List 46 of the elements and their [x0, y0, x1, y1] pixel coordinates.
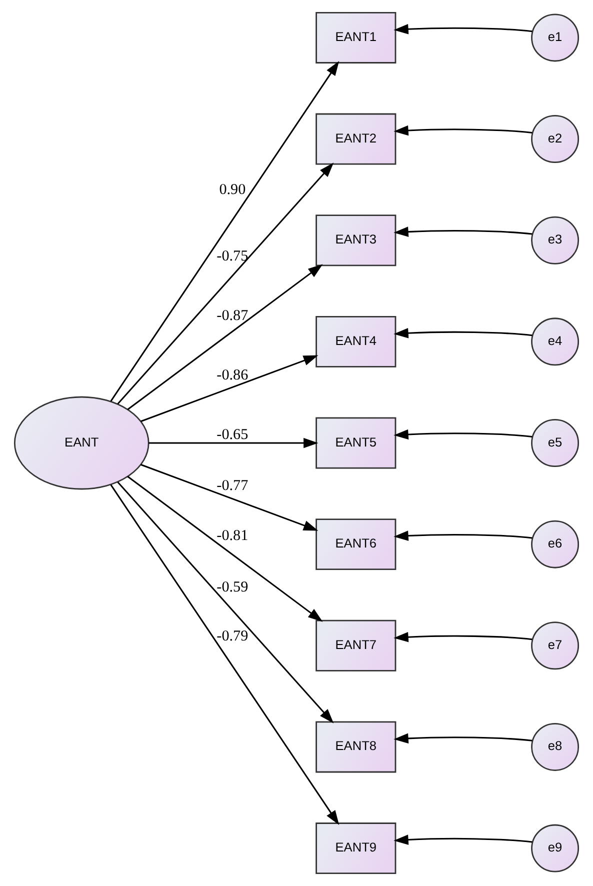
arrow — [117, 482, 334, 724]
node-box: EANT4 — [316, 316, 396, 368]
node-circle: e3 — [531, 216, 580, 264]
edge-label: -0.81 — [216, 528, 248, 544]
node-circle: e2 — [531, 115, 580, 164]
edge-label: -0.75 — [216, 248, 248, 265]
node-circle: e5 — [531, 419, 580, 467]
arrow — [394, 733, 532, 744]
arrow — [394, 834, 532, 845]
arrow — [140, 464, 318, 531]
arrow — [148, 438, 318, 448]
edge-label: -0.86 — [216, 367, 248, 384]
arrow — [394, 530, 532, 541]
arrow — [394, 125, 532, 136]
edge-label: -0.59 — [216, 579, 248, 596]
arrow — [394, 328, 532, 338]
arrow — [394, 632, 532, 642]
arrow — [140, 355, 318, 422]
arrow — [117, 162, 334, 404]
arrow — [110, 484, 340, 826]
arrow — [127, 264, 323, 410]
node-circle: e1 — [531, 14, 580, 62]
arrow — [394, 429, 532, 440]
node-box: EANT7 — [316, 620, 396, 672]
node-circle: e4 — [531, 318, 580, 366]
arrow — [127, 476, 323, 622]
node-box: EANT2 — [316, 113, 396, 165]
edge-label: -0.77 — [216, 478, 248, 494]
arrow — [394, 226, 532, 237]
node-circle: e8 — [531, 722, 580, 771]
node-box: EANT5 — [316, 417, 396, 469]
arrow — [394, 24, 532, 34]
node-box: EANT8 — [316, 721, 396, 773]
node-circle: e6 — [531, 520, 580, 568]
edge-label: -0.87 — [216, 308, 248, 324]
node-circle: e9 — [531, 824, 580, 872]
arrow — [110, 60, 340, 402]
node-ellipse: EANT — [14, 396, 150, 490]
edge-label: -0.65 — [216, 426, 248, 443]
edge-label: -0.79 — [216, 628, 248, 644]
node-box: EANT3 — [316, 214, 396, 266]
node-box: EANT9 — [316, 822, 396, 874]
edge-label: 0.90 — [219, 182, 246, 198]
node-circle: e7 — [531, 622, 580, 670]
node-box: EANT1 — [316, 12, 396, 64]
node-box: EANT6 — [316, 518, 396, 570]
